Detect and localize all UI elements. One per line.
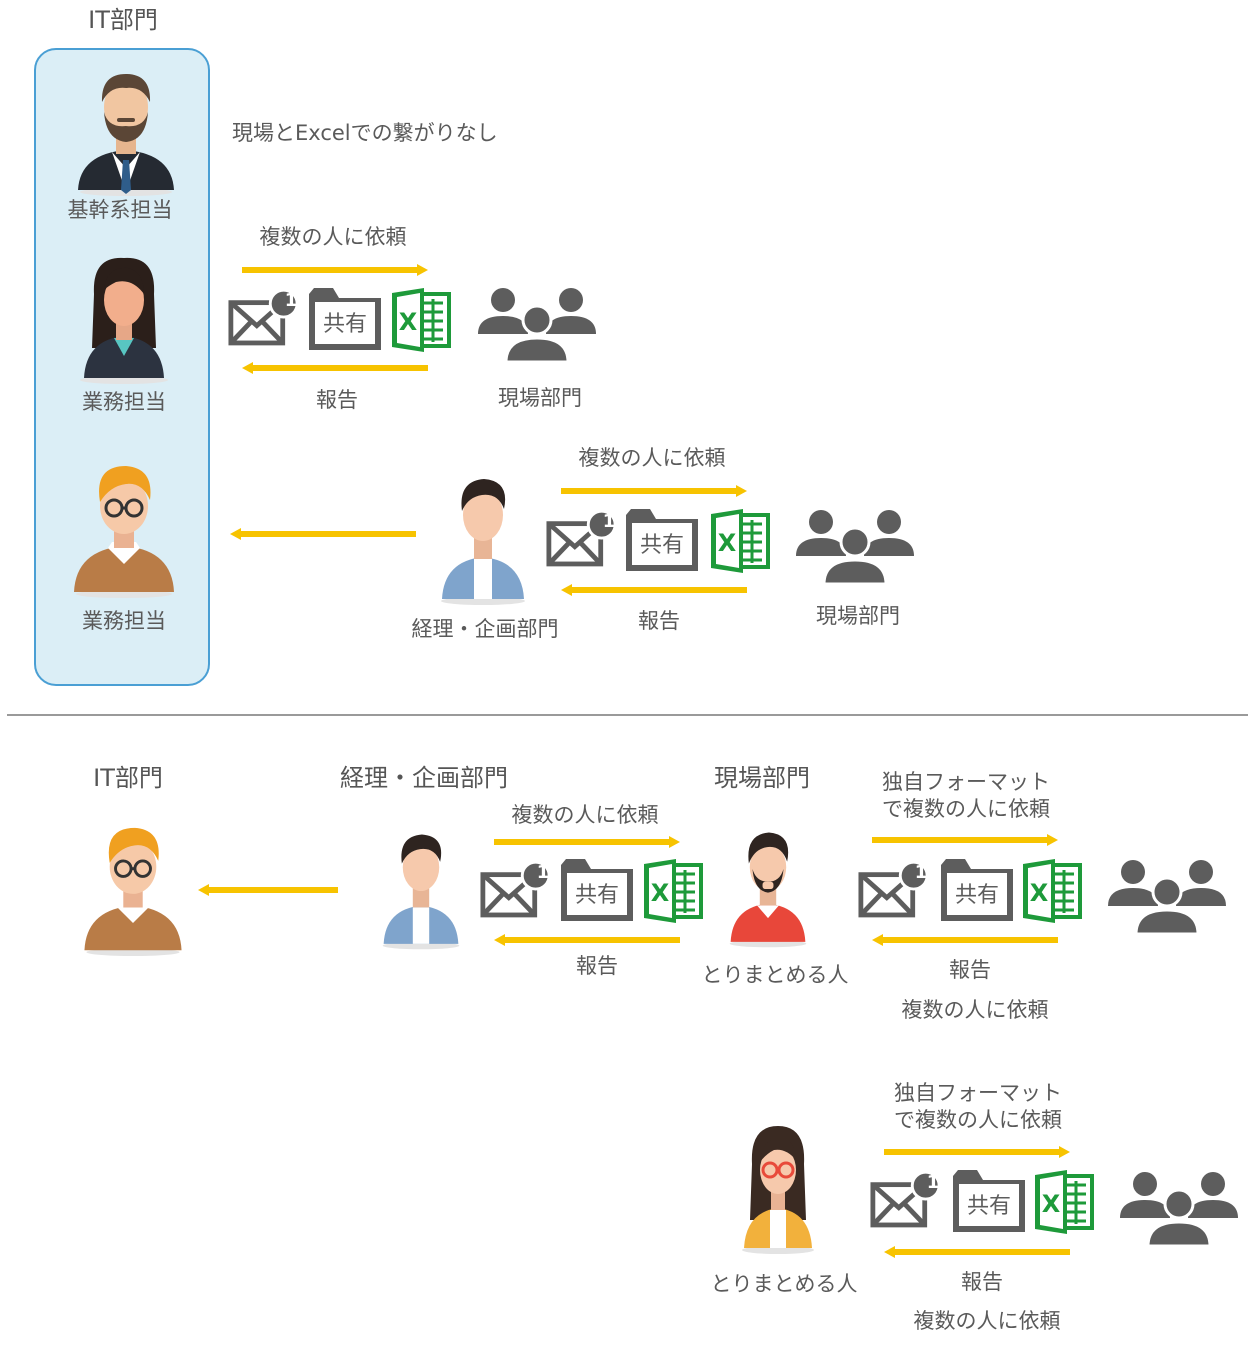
coordinator1-avatar — [727, 830, 809, 948]
bottom-it-title: IT部門 — [93, 764, 163, 792]
shared-folder-label: 共有 — [322, 312, 367, 337]
it-department-title: IT部門 — [88, 6, 158, 34]
business-manager-woman-avatar — [76, 256, 172, 384]
mail-badge-count: 1 — [926, 1172, 940, 1193]
row1-shared-folder-icon: 共有 — [306, 284, 384, 354]
row2-report-label: 報告 — [638, 609, 680, 633]
fmt1-request-label: 複数の人に依頼 — [901, 998, 1049, 1022]
fmt1-mail-icon: 1 — [858, 860, 930, 920]
bottom-accounting-person-avatar — [380, 832, 462, 950]
row1-people-group-icon — [476, 286, 598, 364]
business-manager-label-1: 業務担当 — [82, 390, 166, 414]
row1-report-label: 報告 — [316, 388, 358, 412]
fmt2-request-label: 複数の人に依頼 — [913, 1309, 1061, 1333]
fmt2-request-arrow — [884, 1146, 1070, 1158]
business-manager-man-avatar — [70, 462, 178, 600]
shared-folder-label: 共有 — [574, 883, 619, 908]
mail-badge-count: 1 — [914, 862, 928, 883]
shared-folder-label: 共有 — [954, 883, 999, 908]
shared-folder-label: 共有 — [639, 533, 684, 558]
row1-request-label: 複数の人に依頼 — [259, 225, 407, 249]
row2-people-group-icon — [794, 508, 916, 586]
row2-shared-folder-icon: 共有 — [623, 505, 701, 575]
row2-request-arrow — [561, 485, 747, 497]
row2-to-it-arrow — [230, 528, 416, 540]
fmt1-line2: で複数の人に依頼 — [882, 797, 1050, 821]
row1-report-arrow — [242, 362, 428, 374]
acc-shared-folder-icon: 共有 — [558, 855, 636, 925]
acc-request-arrow — [494, 836, 680, 848]
row1-field-dept-label: 現場部門 — [498, 386, 582, 410]
section-divider — [7, 714, 1248, 716]
fmt2-line2: で複数の人に依頼 — [894, 1108, 1062, 1132]
fmt1-line1: 独自フォーマット — [882, 770, 1050, 794]
acc-report-arrow — [494, 934, 680, 946]
acc-excel-icon — [642, 858, 704, 924]
fmt1-people-group-icon — [1106, 858, 1228, 936]
fmt1-report-arrow — [872, 934, 1058, 946]
fmt1-shared-folder-icon: 共有 — [938, 855, 1016, 925]
fmt2-report-arrow — [884, 1246, 1070, 1258]
coordinator2-avatar — [740, 1124, 816, 1254]
shared-folder-label: 共有 — [966, 1194, 1011, 1219]
accounting-person-avatar — [438, 477, 528, 605]
row2-report-arrow — [561, 584, 747, 596]
fmt2-mail-icon: 1 — [870, 1170, 942, 1230]
row2-excel-icon — [709, 508, 771, 574]
mail-badge-count: 1 — [602, 511, 616, 532]
row1-request-arrow — [242, 264, 428, 276]
bottom-field-title: 現場部門 — [714, 764, 810, 792]
core-system-manager-avatar — [74, 72, 178, 196]
fmt1-excel-icon — [1021, 858, 1083, 924]
fmt1-report-label: 報告 — [949, 958, 991, 982]
fmt1-request-arrow — [872, 834, 1058, 846]
coordinator1-label: とりまとめる人 — [701, 963, 849, 987]
fmt2-report-label: 報告 — [961, 1270, 1003, 1294]
business-manager-label-2: 業務担当 — [82, 609, 166, 633]
no-excel-link-note: 現場とExcelでの繋がりなし — [232, 121, 498, 145]
row2-field-dept-label: 現場部門 — [816, 604, 900, 628]
row1-mail-icon: 1 — [228, 288, 300, 348]
coordinator2-label: とりまとめる人 — [710, 1272, 858, 1296]
row2-accounting-label: 経理・企画部門 — [411, 617, 559, 641]
mail-badge-count: 1 — [536, 862, 550, 883]
core-system-manager-label: 基幹系担当 — [67, 198, 173, 222]
row1-excel-icon — [390, 287, 452, 353]
bottom-to-it-arrow — [198, 884, 338, 896]
bottom-accounting-title: 経理・企画部門 — [340, 764, 508, 792]
bottom-it-person-avatar — [80, 824, 186, 958]
row2-request-label: 複数の人に依頼 — [578, 446, 726, 470]
acc-request-label: 複数の人に依頼 — [511, 803, 659, 827]
acc-mail-icon: 1 — [480, 860, 552, 920]
acc-report-label: 報告 — [576, 954, 618, 978]
row2-mail-icon: 1 — [546, 509, 618, 569]
fmt2-line1: 独自フォーマット — [894, 1081, 1062, 1105]
mail-badge-count: 1 — [284, 290, 298, 311]
fmt2-excel-icon — [1033, 1169, 1095, 1235]
fmt2-shared-folder-icon: 共有 — [950, 1166, 1028, 1236]
fmt2-people-group-icon — [1118, 1170, 1240, 1248]
